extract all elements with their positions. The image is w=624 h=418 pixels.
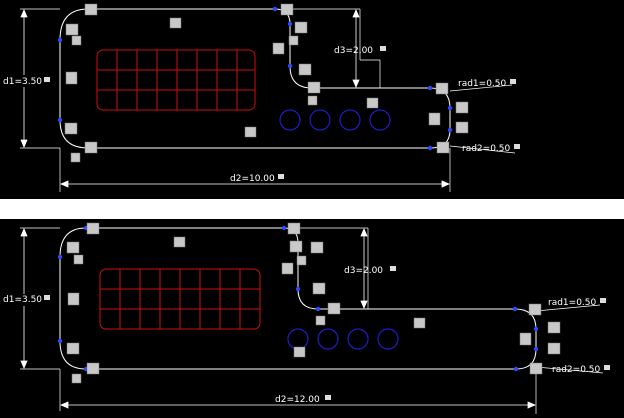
grip-point[interactable] bbox=[287, 63, 293, 69]
tangent-constraint-icon[interactable] bbox=[280, 3, 294, 16]
grid-pattern[interactable] bbox=[99, 268, 261, 330]
tangent-constraint-icon[interactable] bbox=[84, 3, 98, 16]
tangent-constraint-icon[interactable] bbox=[327, 302, 341, 315]
grip-point[interactable] bbox=[315, 306, 321, 312]
grip-point[interactable] bbox=[512, 306, 518, 312]
horizontal-constraint-icon[interactable] bbox=[169, 17, 182, 29]
tangent-constraint-icon[interactable] bbox=[310, 241, 324, 254]
vertical-constraint-icon[interactable] bbox=[519, 332, 532, 346]
horizontal-constraint-icon[interactable] bbox=[173, 236, 186, 248]
dimension-d1-label[interactable]: d1=3.50 bbox=[3, 295, 42, 305]
tangent-constraint-icon[interactable] bbox=[436, 141, 450, 154]
extension-line bbox=[535, 304, 601, 312]
tangent-constraint-icon[interactable] bbox=[529, 362, 543, 375]
tangent-constraint-icon[interactable] bbox=[547, 342, 561, 355]
dimension-edit-icon[interactable] bbox=[278, 174, 284, 179]
tangent-constraint-icon[interactable] bbox=[86, 222, 100, 235]
grip-point[interactable] bbox=[427, 85, 433, 91]
horizontal-constraint-icon[interactable] bbox=[366, 97, 379, 109]
dimension-edit-icon[interactable] bbox=[380, 46, 386, 51]
dimension-edit-icon[interactable] bbox=[600, 298, 606, 303]
tangent-constraint-icon[interactable] bbox=[455, 121, 469, 134]
sketch-viewport-bottom[interactable]: d1=3.50 d2=12.00 d3=2.00 rad1=0.50 rad2=… bbox=[0, 219, 624, 418]
grip-point[interactable] bbox=[533, 346, 539, 352]
vertical-constraint-icon[interactable] bbox=[272, 42, 285, 55]
hole-pattern[interactable] bbox=[279, 109, 391, 131]
dimension-edit-icon[interactable] bbox=[604, 365, 610, 370]
tangent-constraint-icon[interactable] bbox=[86, 362, 100, 375]
dimension-rad1-label[interactable]: rad1=0.50 bbox=[458, 79, 507, 89]
tangent-constraint-icon[interactable] bbox=[435, 82, 449, 95]
dimension-rad2-label[interactable]: rad2=0.50 bbox=[552, 365, 601, 375]
tangent-constraint-icon[interactable] bbox=[289, 240, 303, 253]
dimension-edit-icon[interactable] bbox=[390, 266, 396, 271]
grip-point[interactable] bbox=[447, 127, 453, 133]
tangent-constraint-icon[interactable] bbox=[312, 282, 326, 295]
tangent-constraint-icon[interactable] bbox=[287, 222, 301, 235]
grip-point[interactable] bbox=[295, 286, 301, 292]
sketch-canvas-bottom[interactable]: d1=3.50 d2=12.00 d3=2.00 rad1=0.50 rad2=… bbox=[0, 219, 624, 418]
dimension-edit-icon[interactable] bbox=[514, 144, 520, 149]
vertical-constraint-icon[interactable] bbox=[281, 262, 294, 275]
grip-point[interactable] bbox=[513, 366, 519, 372]
dimension-edit-icon[interactable] bbox=[44, 77, 50, 82]
grip-point[interactable] bbox=[57, 37, 63, 43]
dimension-d1-label[interactable]: d1=3.50 bbox=[3, 77, 42, 87]
dimension-d3-label[interactable]: d3=2.00 bbox=[334, 46, 373, 56]
grip-point[interactable] bbox=[281, 225, 287, 231]
hole-pattern[interactable] bbox=[287, 328, 399, 350]
lock-icon[interactable] bbox=[71, 373, 82, 384]
grip-point[interactable] bbox=[57, 117, 63, 123]
tangent-constraint-icon[interactable] bbox=[547, 321, 561, 334]
dimension-d2-label[interactable]: d2=10.00 bbox=[230, 174, 275, 184]
tangent-constraint-icon[interactable] bbox=[65, 23, 79, 36]
grip-point[interactable] bbox=[447, 105, 453, 111]
lock-icon[interactable] bbox=[296, 255, 307, 266]
extension-line bbox=[535, 366, 604, 374]
tangent-constraint-icon[interactable] bbox=[66, 241, 80, 254]
grip-point[interactable] bbox=[57, 338, 63, 344]
lock-icon[interactable] bbox=[288, 35, 299, 46]
sketch-viewport-top[interactable]: d1=3.50 d2=10.00 d3=2.00 rad1=0.50 rad2=… bbox=[0, 0, 624, 199]
dimension-d2-label[interactable]: d2=12.00 bbox=[275, 395, 320, 405]
tangent-constraint-icon[interactable] bbox=[66, 342, 80, 355]
extension-line bbox=[449, 84, 513, 92]
horizontal-constraint-icon[interactable] bbox=[413, 317, 426, 329]
tangent-constraint-icon[interactable] bbox=[64, 122, 78, 135]
horizontal-constraint-icon[interactable] bbox=[293, 346, 306, 358]
lock-icon[interactable] bbox=[315, 315, 326, 326]
vertical-constraint-icon[interactable] bbox=[428, 112, 441, 126]
lock-icon[interactable] bbox=[73, 254, 84, 265]
tangent-constraint-icon[interactable] bbox=[528, 303, 542, 316]
dimension-edit-icon[interactable] bbox=[325, 395, 331, 400]
dimension-d3-label[interactable]: d3=2.00 bbox=[344, 266, 383, 276]
grip-point[interactable] bbox=[272, 6, 278, 12]
dimension-edit-icon[interactable] bbox=[510, 79, 516, 84]
grid-pattern[interactable] bbox=[96, 49, 256, 111]
grip-point[interactable] bbox=[533, 326, 539, 332]
dimension-rad2-label[interactable]: rad2=0.50 bbox=[462, 144, 511, 154]
horizontal-constraint-icon[interactable] bbox=[244, 126, 257, 138]
tangent-constraint-icon[interactable] bbox=[298, 63, 312, 76]
extension-line bbox=[449, 145, 516, 154]
grip-point[interactable] bbox=[57, 254, 63, 260]
grip-point[interactable] bbox=[427, 145, 433, 151]
tangent-constraint-icon[interactable] bbox=[455, 101, 469, 114]
tangent-constraint-icon[interactable] bbox=[84, 141, 98, 154]
grip-point[interactable] bbox=[287, 21, 293, 27]
vertical-constraint-icon[interactable] bbox=[65, 71, 78, 85]
lock-icon[interactable] bbox=[71, 35, 82, 46]
tangent-constraint-icon[interactable] bbox=[294, 21, 308, 34]
dimension-rad1-label[interactable]: rad1=0.50 bbox=[548, 298, 597, 308]
lock-icon[interactable] bbox=[70, 152, 81, 163]
vertical-constraint-icon[interactable] bbox=[67, 292, 80, 306]
sketch-canvas-top[interactable]: d1=3.50 d2=10.00 d3=2.00 rad1=0.50 rad2=… bbox=[0, 0, 624, 199]
lock-icon[interactable] bbox=[307, 95, 318, 106]
dimension-edit-icon[interactable] bbox=[44, 295, 50, 300]
tangent-constraint-icon[interactable] bbox=[307, 81, 321, 94]
